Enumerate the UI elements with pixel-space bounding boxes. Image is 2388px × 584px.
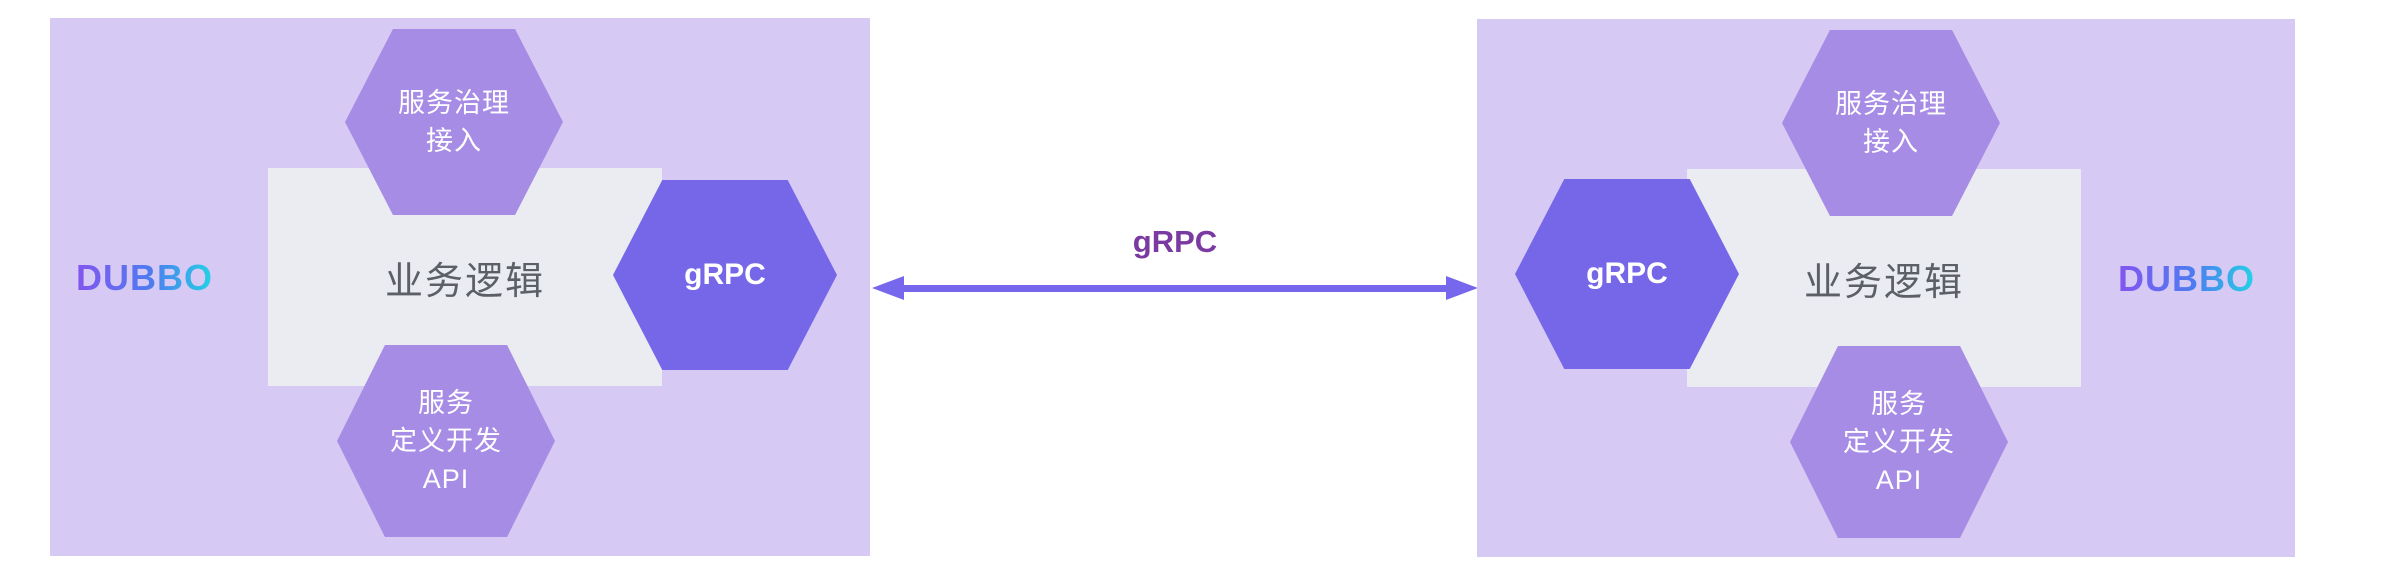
grpc-arrow-label: gRPC — [1132, 224, 1218, 259]
service-governance-hexagon: 服务治理 接入 — [345, 29, 563, 215]
grpc-arrow — [872, 267, 1478, 309]
service-governance-hexagon: 服务治理 接入 — [1782, 30, 2000, 216]
grpc-hexagon-label: gRPC — [1586, 257, 1668, 290]
dubbo-logo: DUBBO — [76, 257, 213, 298]
api-label-line2: 定义开发 — [1843, 427, 1955, 457]
service-definition-api-hexagon: 服务 定义开发 API — [337, 345, 555, 537]
service-definition-api-hexagon: 服务 定义开发 API — [1790, 346, 2008, 538]
api-label-line1: 服务 — [1871, 389, 1927, 419]
api-label-line3: API — [422, 464, 470, 494]
grpc-hexagon-label: gRPC — [684, 258, 766, 291]
api-label-line3: API — [1875, 465, 1923, 495]
governance-label-line2: 接入 — [426, 126, 482, 156]
grpc-hexagon: gRPC — [613, 180, 837, 370]
governance-label-line1: 服务治理 — [1835, 89, 1947, 119]
arrow-line — [904, 284, 1446, 292]
business-logic-label: 业务逻辑 — [1803, 261, 1964, 304]
api-label-line1: 服务 — [418, 388, 474, 418]
governance-label-line1: 服务治理 — [398, 88, 510, 118]
business-logic-label: 业务逻辑 — [384, 260, 545, 303]
grpc-hexagon: gRPC — [1515, 179, 1739, 369]
governance-label-line2: 接入 — [1863, 127, 1919, 157]
dubbo-app-panel-right: gRPC 业务逻辑 服务治理 接入 服务 定义开发 API DUBBO — [1477, 19, 2295, 557]
api-label-line2: 定义开发 — [390, 426, 502, 456]
dubbo-app-panel-left: DUBBO 业务逻辑 服务治理 接入 服务 定义开发 API gRPC — [50, 18, 870, 556]
arrowhead-right-icon — [1446, 276, 1478, 300]
dubbo-logo: DUBBO — [2118, 258, 2255, 299]
arrowhead-left-icon — [872, 276, 904, 300]
